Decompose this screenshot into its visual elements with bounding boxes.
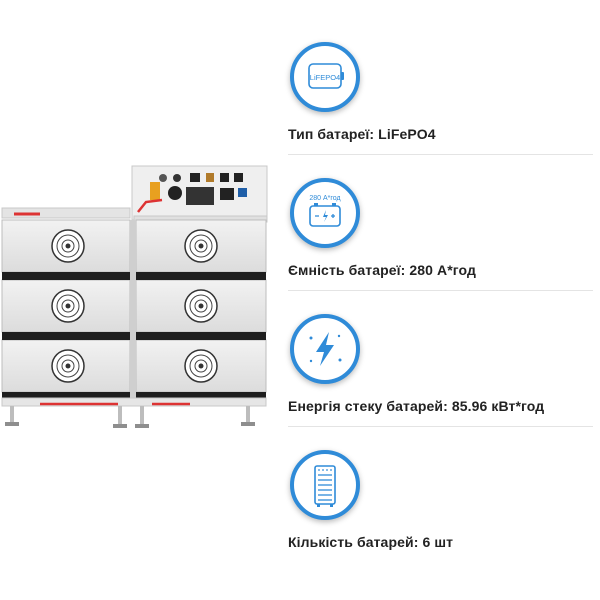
battery-capacity-icon: 280 А*год [290,178,360,248]
battery-rack-icon [290,450,360,520]
divider [288,154,593,155]
divider [288,290,593,291]
battery-capacity-label: Ємність батареї: 280 А*год [288,262,477,278]
capacity-icon-text: 280 А*год [309,195,340,202]
lifepo4-icon-text: LiFEPO4 [310,73,340,82]
spec-stack-energy: Енергія стеку батарей: 85.96 кВт*год [288,314,593,434]
battery-count-label: Кількість батарей: 6 шт [288,534,454,550]
battery-stack-illustration [1,165,268,428]
battery-type-label: Тип батареї: LiFePO4 [288,126,436,142]
stack-energy-label: Енергія стеку батарей: 85.96 кВт*год [288,398,545,414]
divider [288,426,593,427]
spec-battery-type: LiFEPO4 Тип батареї: LiFePO4 [288,42,593,162]
lifepo4-battery-icon: LiFEPO4 [290,42,360,112]
lightning-energy-icon [290,314,360,384]
spec-battery-count: Кількість батарей: 6 шт [288,450,588,570]
spec-battery-capacity: 280 А*год Ємність батареї: 280 А*год [288,178,593,298]
battery-stack-image [0,160,275,440]
